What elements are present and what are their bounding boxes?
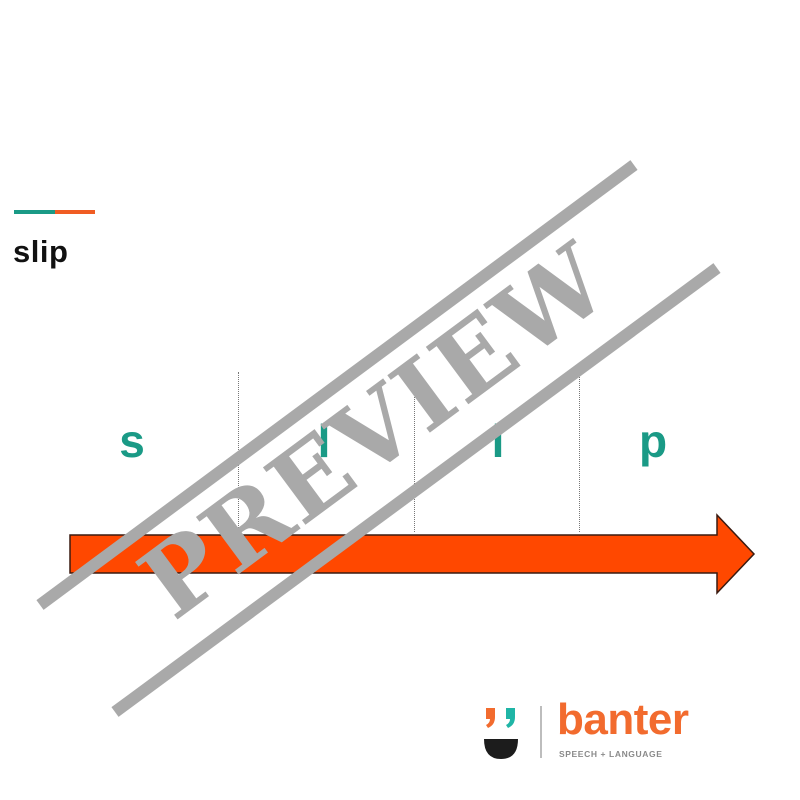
sound-divider-2 (414, 372, 415, 532)
right-arrow-icon (69, 513, 756, 595)
watermark-text: PREVIEW (120, 222, 631, 642)
sound-letter-4: p (638, 415, 668, 467)
preview-watermark: PREVIEW (36, 160, 721, 717)
sound-letter-1: s (119, 415, 145, 467)
sound-divider-3 (579, 372, 580, 532)
accent-line-teal (14, 210, 55, 214)
watermark-line-bottom (111, 263, 721, 717)
watermark-line-top (36, 160, 638, 610)
accent-line-orange (55, 210, 95, 214)
logo-name: banter (557, 695, 689, 744)
logo-tagline: SPEECH + LANGUAGE (559, 749, 663, 759)
quote-face-icon (484, 708, 518, 759)
blending-arrow (69, 513, 756, 595)
word-title: slip (13, 234, 69, 269)
logo-separator (540, 706, 542, 758)
sound-letter-2: l (317, 415, 331, 467)
